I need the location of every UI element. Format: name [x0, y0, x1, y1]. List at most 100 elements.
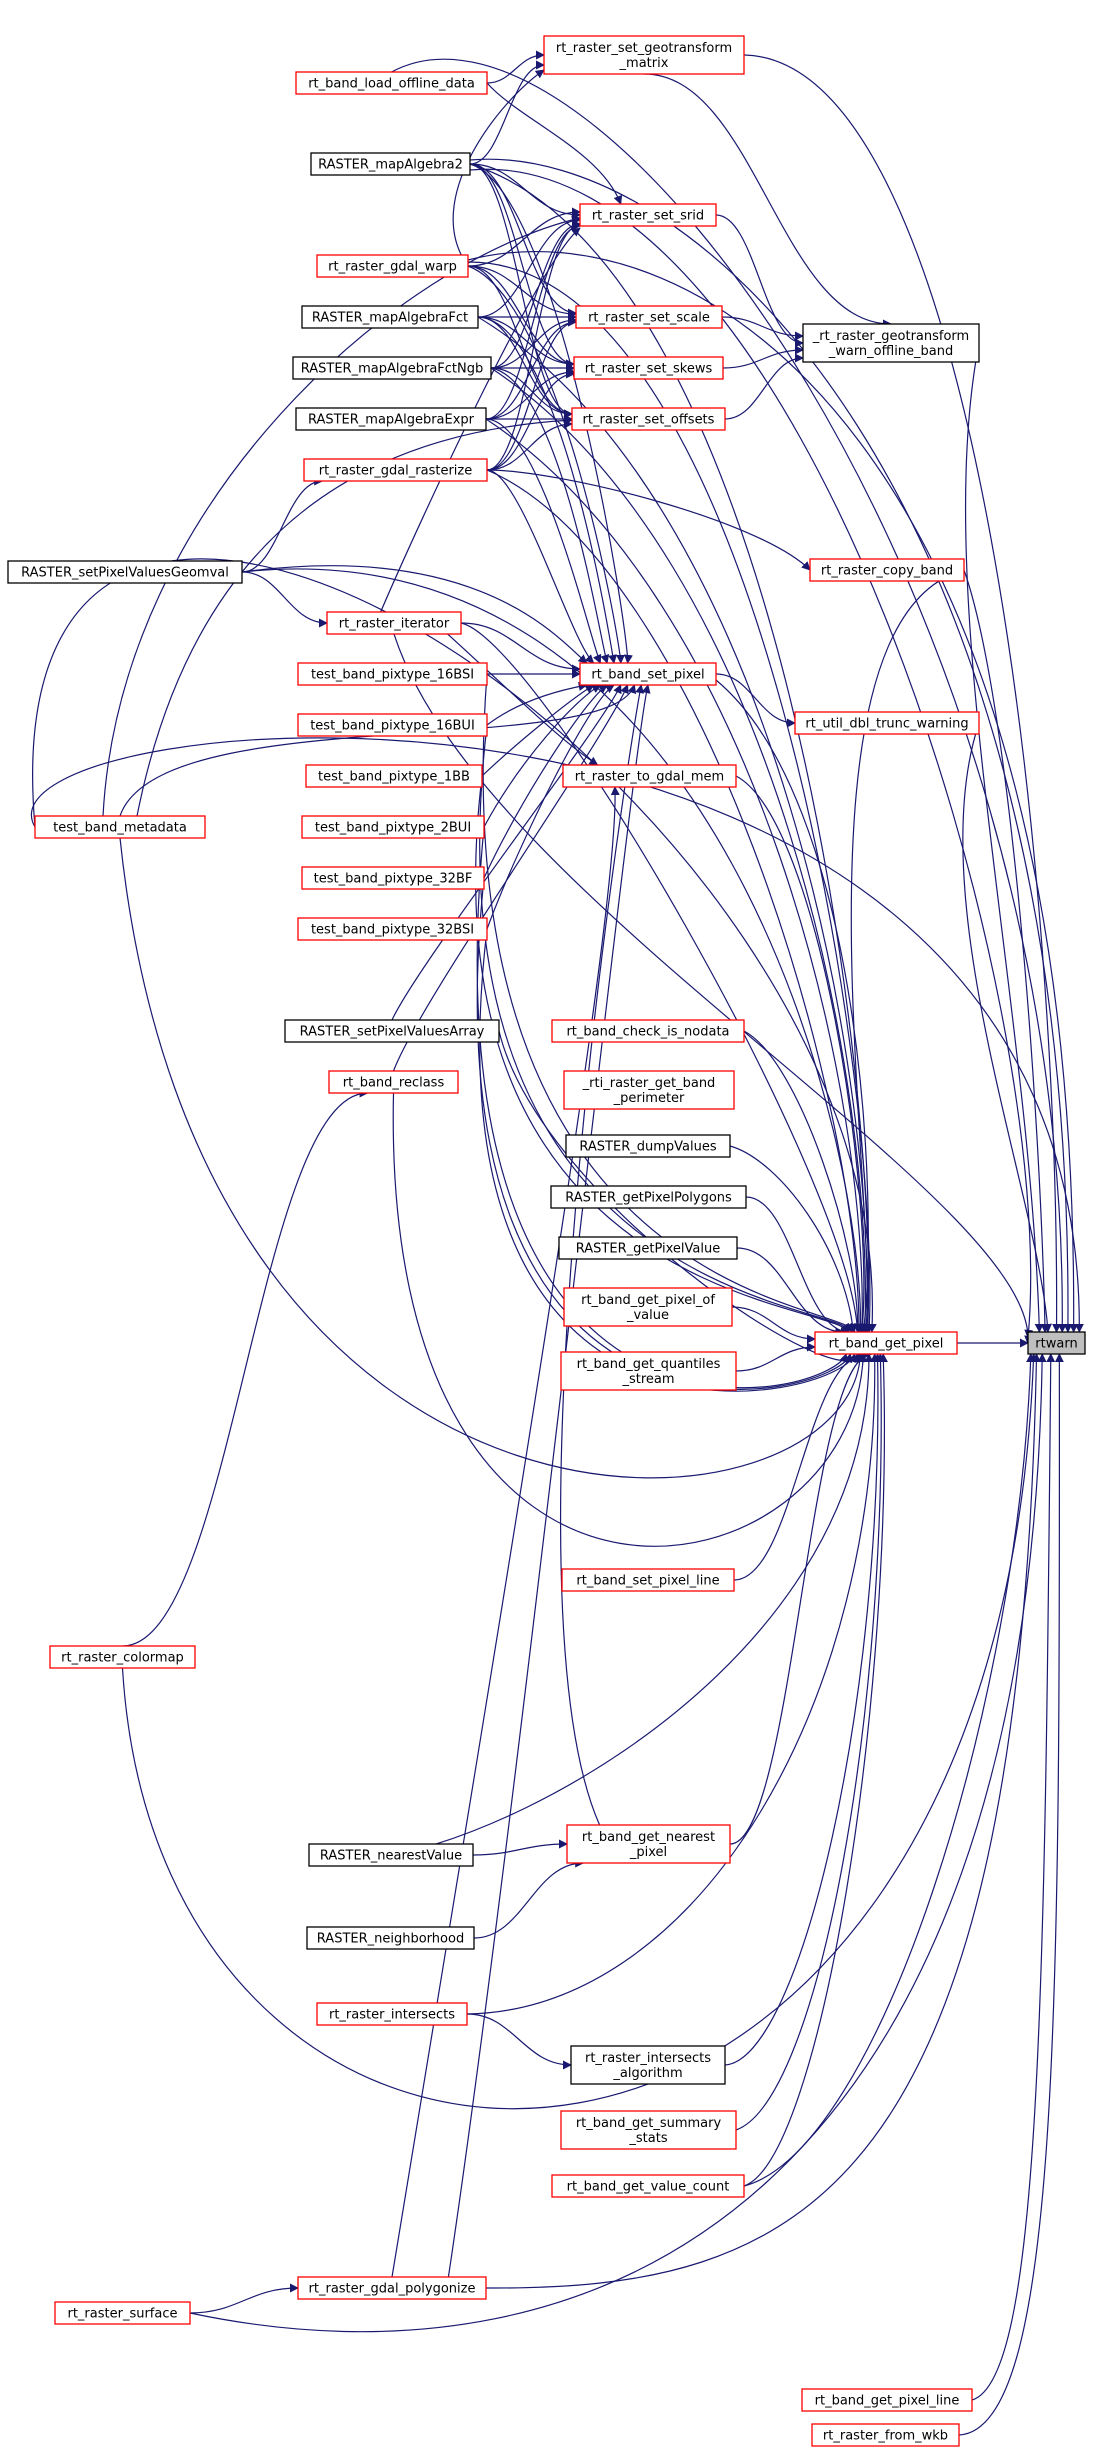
node-rt-band-get-quantiles-stream[interactable]: rt_band_get_quantiles_stream — [560, 1351, 737, 1391]
node-rt-band-get-value-count[interactable]: rt_band_get_value_count — [551, 2174, 745, 2198]
node-raster-setpixelvaluesgeomval[interactable]: RASTER_setPixelValuesGeomval — [7, 560, 243, 584]
node-rt-band-check-is-nodata[interactable]: rt_band_check_is_nodata — [551, 1019, 745, 1043]
node-label: rt_raster_set_offsets — [583, 413, 715, 428]
call-edges — [31, 50, 1084, 2436]
call-edge-76 — [469, 163, 581, 220]
node-rt-band-load-offline-data[interactable]: rt_band_load_offline_data — [295, 71, 488, 95]
node-raster-nearestvalue[interactable]: RASTER_nearestValue — [308, 1843, 474, 1867]
call-edge-27 — [490, 367, 870, 1333]
node-label: rt_band_get_value_count — [567, 2180, 730, 2195]
node-label: RASTER_setPixelValuesGeomval — [21, 566, 229, 581]
node-label: test_band_pixtype_32BSI — [311, 923, 474, 938]
node-label: rt_band_get_nearest — [582, 1830, 715, 1845]
node-box — [49, 1645, 196, 1669]
node-label: rt_band_set_pixel — [591, 668, 704, 683]
node-label: test_band_pixtype_32BF — [314, 872, 473, 887]
call-edge-57 — [486, 469, 595, 664]
node-rt-raster-gdal-polygonize[interactable]: rt_raster_gdal_polygonize — [297, 2276, 487, 2300]
node-rt-band-set-pixel[interactable]: rt_band_set_pixel — [579, 662, 717, 686]
node-raster-mapalgebra2[interactable]: RASTER_mapAlgebra2 — [310, 152, 471, 176]
call-edge-109 — [472, 1839, 568, 1856]
node-box — [301, 866, 485, 890]
node-rt-util-dbl-trunc-warning[interactable]: rt_util_dbl_trunc_warning — [794, 711, 980, 735]
call-edge-99 — [469, 163, 573, 419]
node-rt-band-get-pixel-line[interactable]: rt_band_get_pixel_line — [801, 2388, 973, 2412]
node-label: rt_raster_set_geotransform — [556, 41, 732, 56]
node-label: RASTER_getPixelPolygons — [565, 1191, 732, 1206]
call-edge-45 — [466, 1353, 880, 2015]
node-rt-raster-set-geotransform-matrix[interactable]: rt_raster_set_geotransform_matrix — [543, 35, 745, 75]
node-rt-raster-copy-band[interactable]: rt_raster_copy_band — [809, 558, 965, 582]
call-edge-48 — [743, 1353, 888, 2187]
call-edge-20 — [729, 1145, 857, 1333]
node-label: rt_band_get_pixel — [829, 1337, 944, 1352]
node-raster-setpixelvaluesarray[interactable]: RASTER_setPixelValuesArray — [284, 1019, 500, 1043]
node-rt-raster-gdal-rasterize[interactable]: rt_raster_gdal_rasterize — [303, 458, 488, 482]
node-raster-getpixelvalue[interactable]: RASTER_getPixelValue — [558, 1236, 738, 1260]
node-box — [570, 2045, 726, 2085]
node-rt-band-set-pixel-line[interactable]: rt_band_set_pixel_line — [561, 1568, 735, 1592]
node-rt-raster-set-skews[interactable]: rt_raster_set_skews — [573, 356, 724, 380]
node-box — [297, 713, 488, 737]
node-box — [794, 711, 980, 735]
node-label: _algorithm — [612, 2066, 682, 2081]
node-label: RASTER_nearestValue — [320, 1849, 462, 1864]
call-edge-8 — [467, 251, 1079, 1333]
node-test-band-pixtype-32bf[interactable]: test_band_pixtype_32BF — [301, 866, 485, 890]
node-raster-mapalgebraexpr[interactable]: RASTER_mapAlgebraExpr — [295, 407, 487, 431]
call-edge-3 — [963, 569, 1050, 1333]
node-rt-raster-set-srid[interactable]: rt_raster_set_srid — [579, 203, 717, 227]
node-rt-band-get-summary-stats[interactable]: rt_band_get_summary_stats — [560, 2110, 737, 2150]
call-edge-32 — [460, 622, 862, 1333]
node-test-band-metadata[interactable]: test_band_metadata — [34, 815, 206, 839]
node-rt-raster-to-gdal-mem[interactable]: rt_raster_to_gdal_mem — [562, 764, 737, 788]
node-box — [563, 1287, 733, 1327]
call-edge-90 — [477, 316, 575, 369]
node-label: rt_band_check_is_nodata — [566, 1025, 729, 1040]
node-label: rtwarn — [1035, 1337, 1077, 1352]
node-test-band-pixtype-16bsi[interactable]: test_band_pixtype_16BSI — [297, 662, 488, 686]
node-geotransform-warn[interactable]: _rt_raster_geotransform_warn_offline_ban… — [802, 323, 980, 363]
node-rt-raster-from-wkb[interactable]: rt_raster_from_wkb — [811, 2423, 960, 2447]
node-box — [316, 254, 469, 278]
node-label: rt_raster_set_srid — [592, 209, 704, 224]
call-edge-47 — [735, 1353, 886, 2131]
node-label: RASTER_mapAlgebra2 — [318, 158, 463, 173]
node-rti-raster-get-band-perimeter[interactable]: _rti_raster_get_band_perimeter — [563, 1070, 735, 1110]
call-edge-58 — [485, 418, 602, 664]
node-raster-neighborhood[interactable]: RASTER_neighborhood — [306, 1926, 475, 1950]
node-raster-mapalgebrafctngb[interactable]: RASTER_mapAlgebraFctNgb — [292, 356, 492, 380]
node-rt-raster-colormap[interactable]: rt_raster_colormap — [49, 1645, 196, 1669]
node-label: rt_band_set_pixel_line — [576, 1574, 719, 1589]
node-test-band-pixtype-1bb[interactable]: test_band_pixtype_1BB — [305, 764, 483, 788]
node-rt-band-get-pixel-of-value[interactable]: rt_band_get_pixel_of_value — [563, 1287, 733, 1327]
node-rt-raster-gdal-warp[interactable]: rt_raster_gdal_warp — [316, 254, 469, 278]
node-test-band-pixtype-32bsi[interactable]: test_band_pixtype_32BSI — [297, 917, 488, 941]
node-rt-raster-surface[interactable]: rt_raster_surface — [54, 2301, 191, 2325]
node-rt-band-get-pixel[interactable]: rt_band_get_pixel — [814, 1331, 958, 1355]
node-raster-getpixelpolygons[interactable]: RASTER_getPixelPolygons — [550, 1185, 747, 1209]
node-box — [550, 1185, 747, 1209]
call-edge-11 — [958, 1353, 1064, 2436]
node-rt-raster-intersects-algorithm[interactable]: rt_raster_intersects_algorithm — [570, 2045, 726, 2085]
call-edge-50 — [486, 682, 588, 726]
function-nodes: rtwarn rt_band_get_pixel _rt_raster_geotra… — [7, 35, 1086, 2447]
call-edge-44 — [729, 1349, 873, 1845]
call-edge-21 — [743, 1030, 863, 1333]
node-label: _warn_offline_band — [828, 344, 954, 359]
node-box — [566, 1824, 731, 1864]
node-rt-raster-set-offsets[interactable]: rt_raster_set_offsets — [571, 407, 726, 431]
node-rt-band-get-nearest-pixel[interactable]: rt_band_get_nearest_pixel — [566, 1824, 731, 1864]
node-test-band-pixtype-16bui[interactable]: test_band_pixtype_16BUI — [297, 713, 488, 737]
node-label: rt_raster_intersects — [585, 2051, 711, 2066]
node-label: rt_raster_surface — [67, 2307, 177, 2322]
node-rtwarn[interactable]: rtwarn — [1027, 1331, 1086, 1355]
node-rt-raster-set-scale[interactable]: rt_raster_set_scale — [575, 305, 723, 329]
node-rt-band-reclass[interactable]: rt_band_reclass — [328, 1070, 459, 1094]
node-raster-dumpvalues[interactable]: RASTER_dumpValues — [565, 1134, 731, 1158]
node-rt-raster-intersects[interactable]: rt_raster_intersects — [316, 2002, 468, 2026]
node-rt-raster-iterator[interactable]: rt_raster_iterator — [326, 611, 462, 635]
node-raster-mapalgebrafct[interactable]: RASTER_mapAlgebraFct — [301, 305, 479, 329]
call-edge-52 — [483, 684, 602, 828]
node-test-band-pixtype-2bui[interactable]: test_band_pixtype_2BUI — [301, 815, 485, 839]
